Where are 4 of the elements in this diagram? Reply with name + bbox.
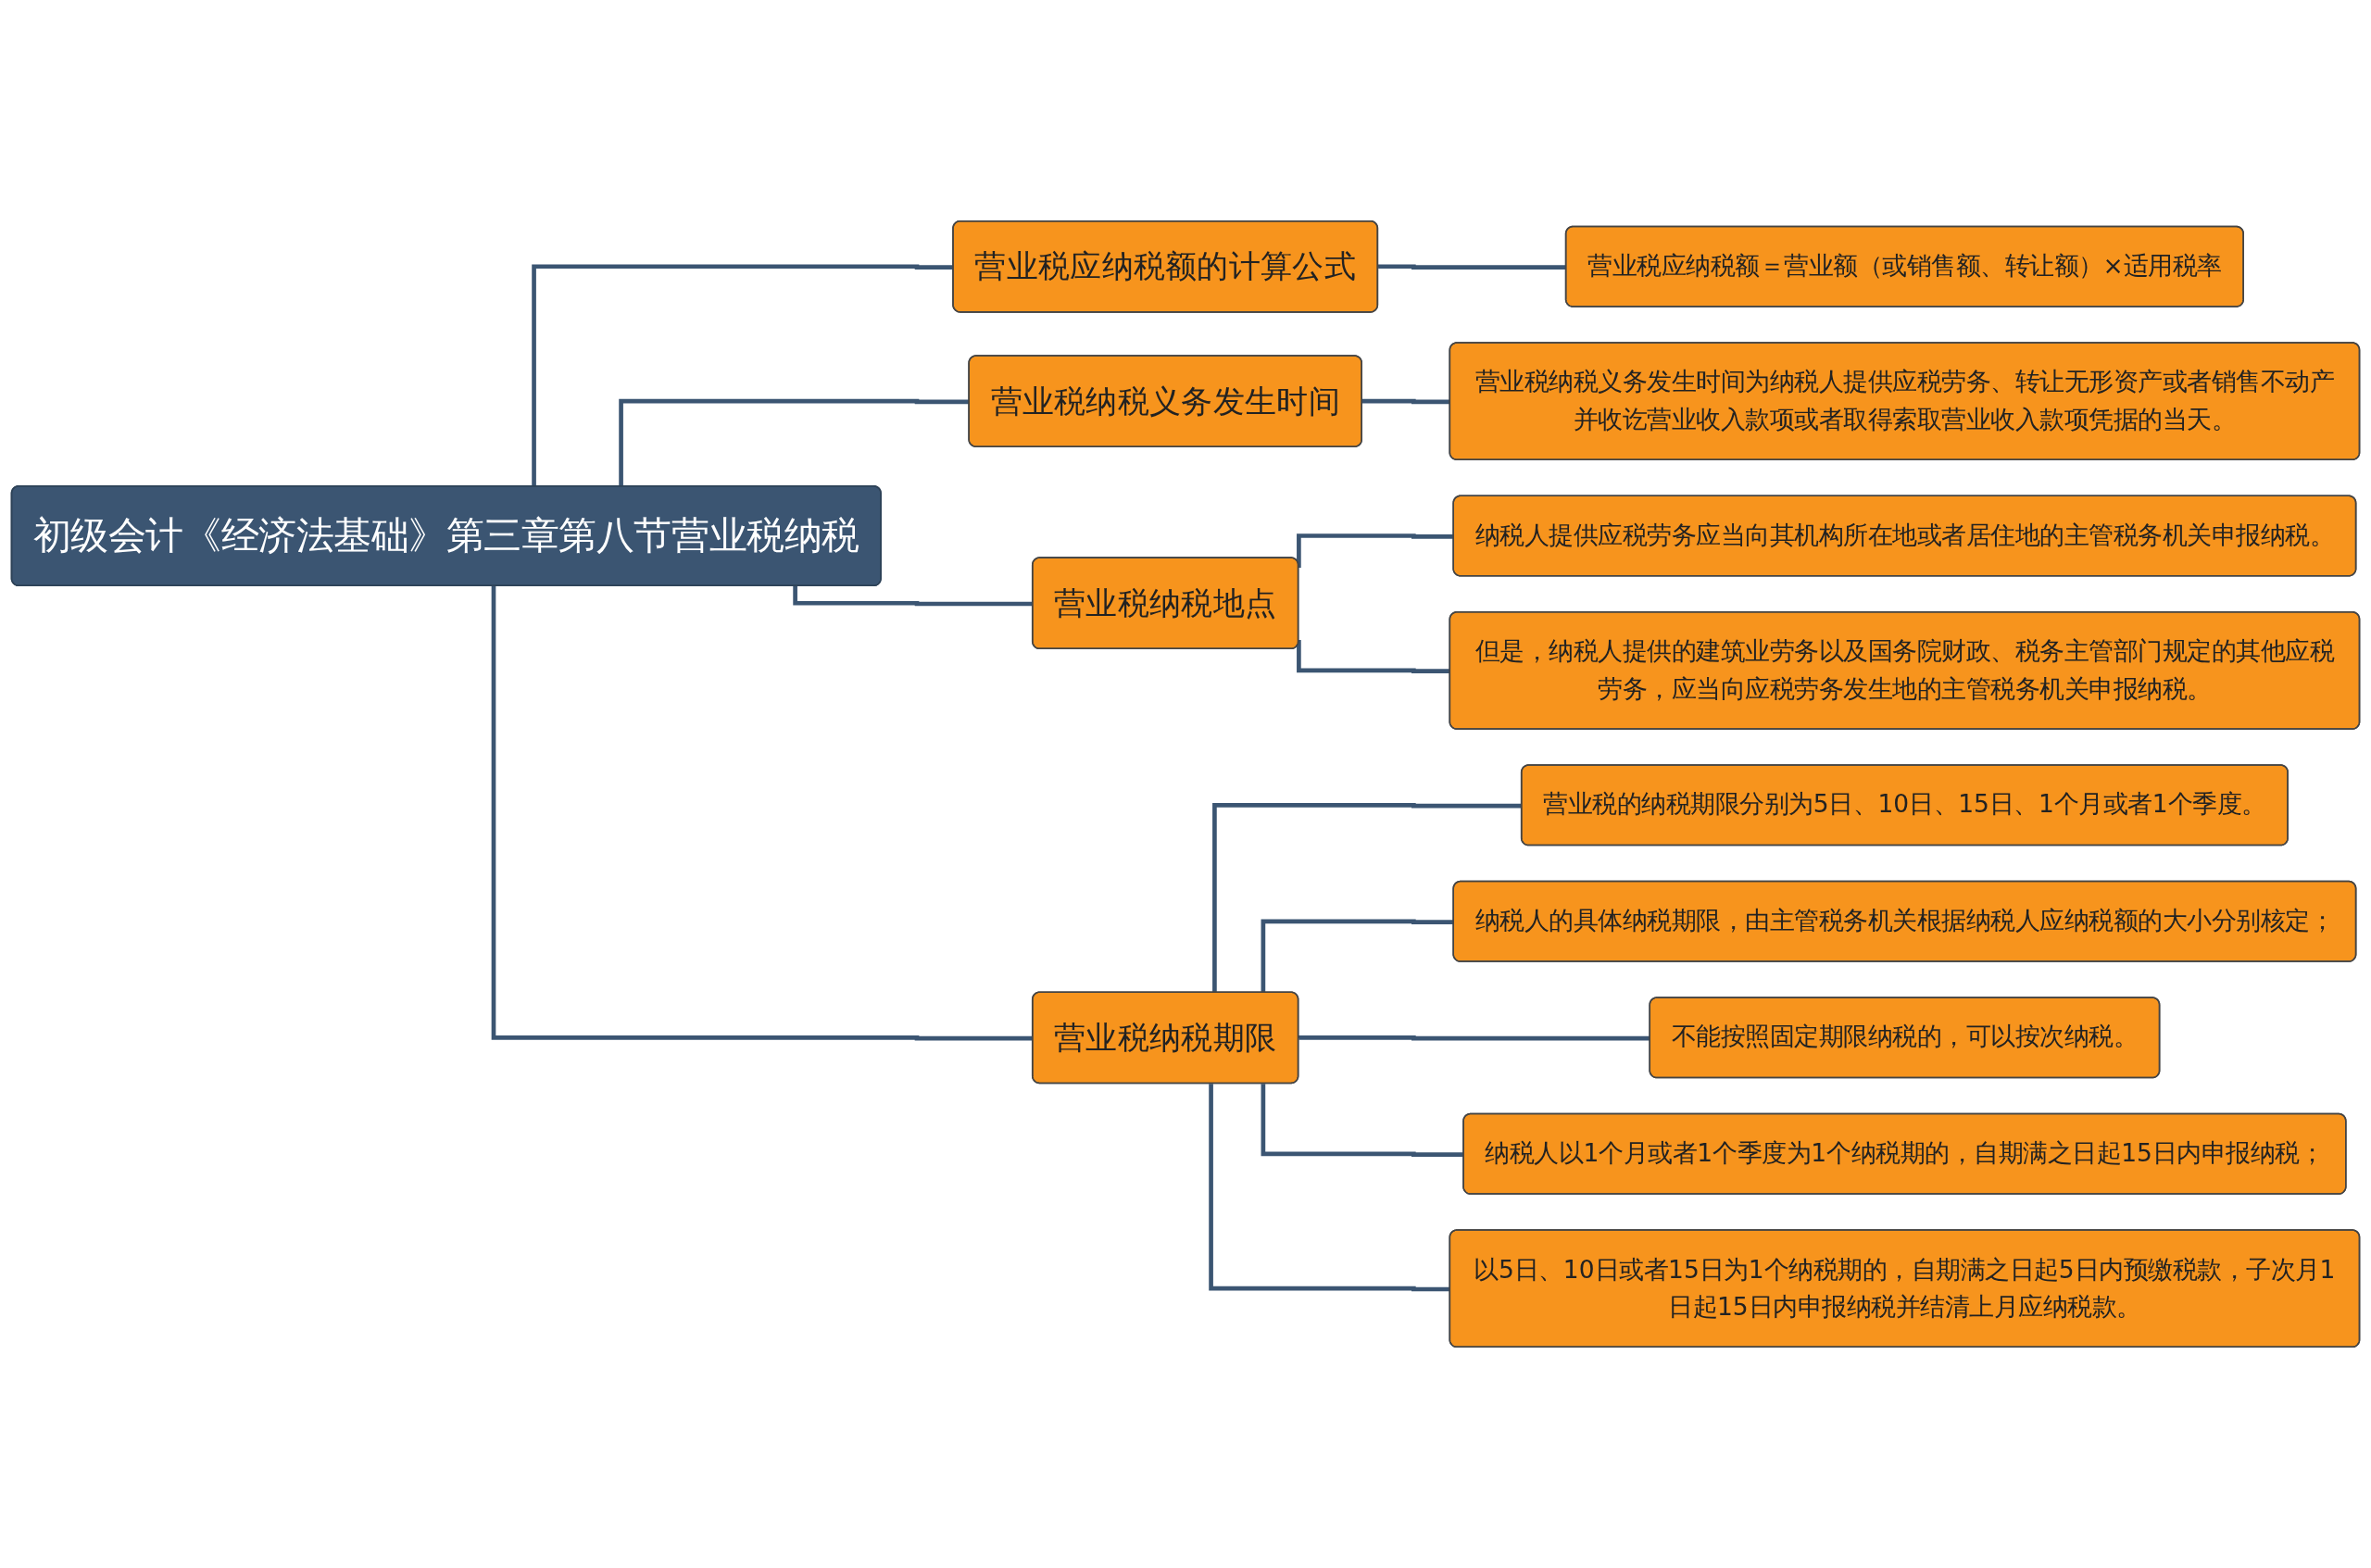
connector [1261,919,1454,993]
connector [619,398,970,487]
connector [1297,533,1454,569]
connector [1261,1084,1464,1157]
